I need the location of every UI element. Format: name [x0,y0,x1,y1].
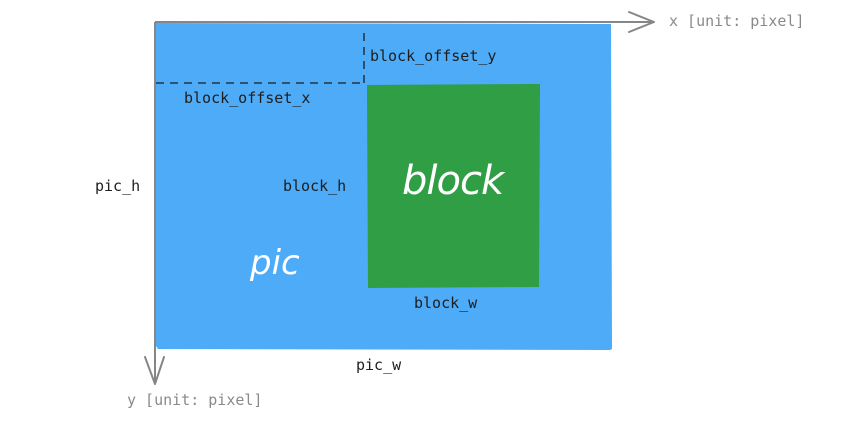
pic-width-label: pic_w [356,356,402,374]
x-axis-arrowhead-icon [628,11,655,33]
x-axis [155,11,655,33]
block-height-label: block_h [283,177,347,195]
block-name-label: block [402,158,504,204]
pic-name-label: pic [250,243,300,283]
y-axis-arrowhead-icon [144,356,165,385]
block-width-label: block_w [414,294,478,312]
block-offset-y-label: block_offset_y [370,47,497,65]
y-axis-label: y [unit: pixel] [127,391,263,409]
block-rectangle [367,84,540,288]
pic-height-label: pic_h [95,177,141,195]
x-axis-label: x [unit: pixel] [669,12,805,30]
block-offset-x-label: block_offset_x [184,89,311,107]
y-axis [144,22,165,385]
